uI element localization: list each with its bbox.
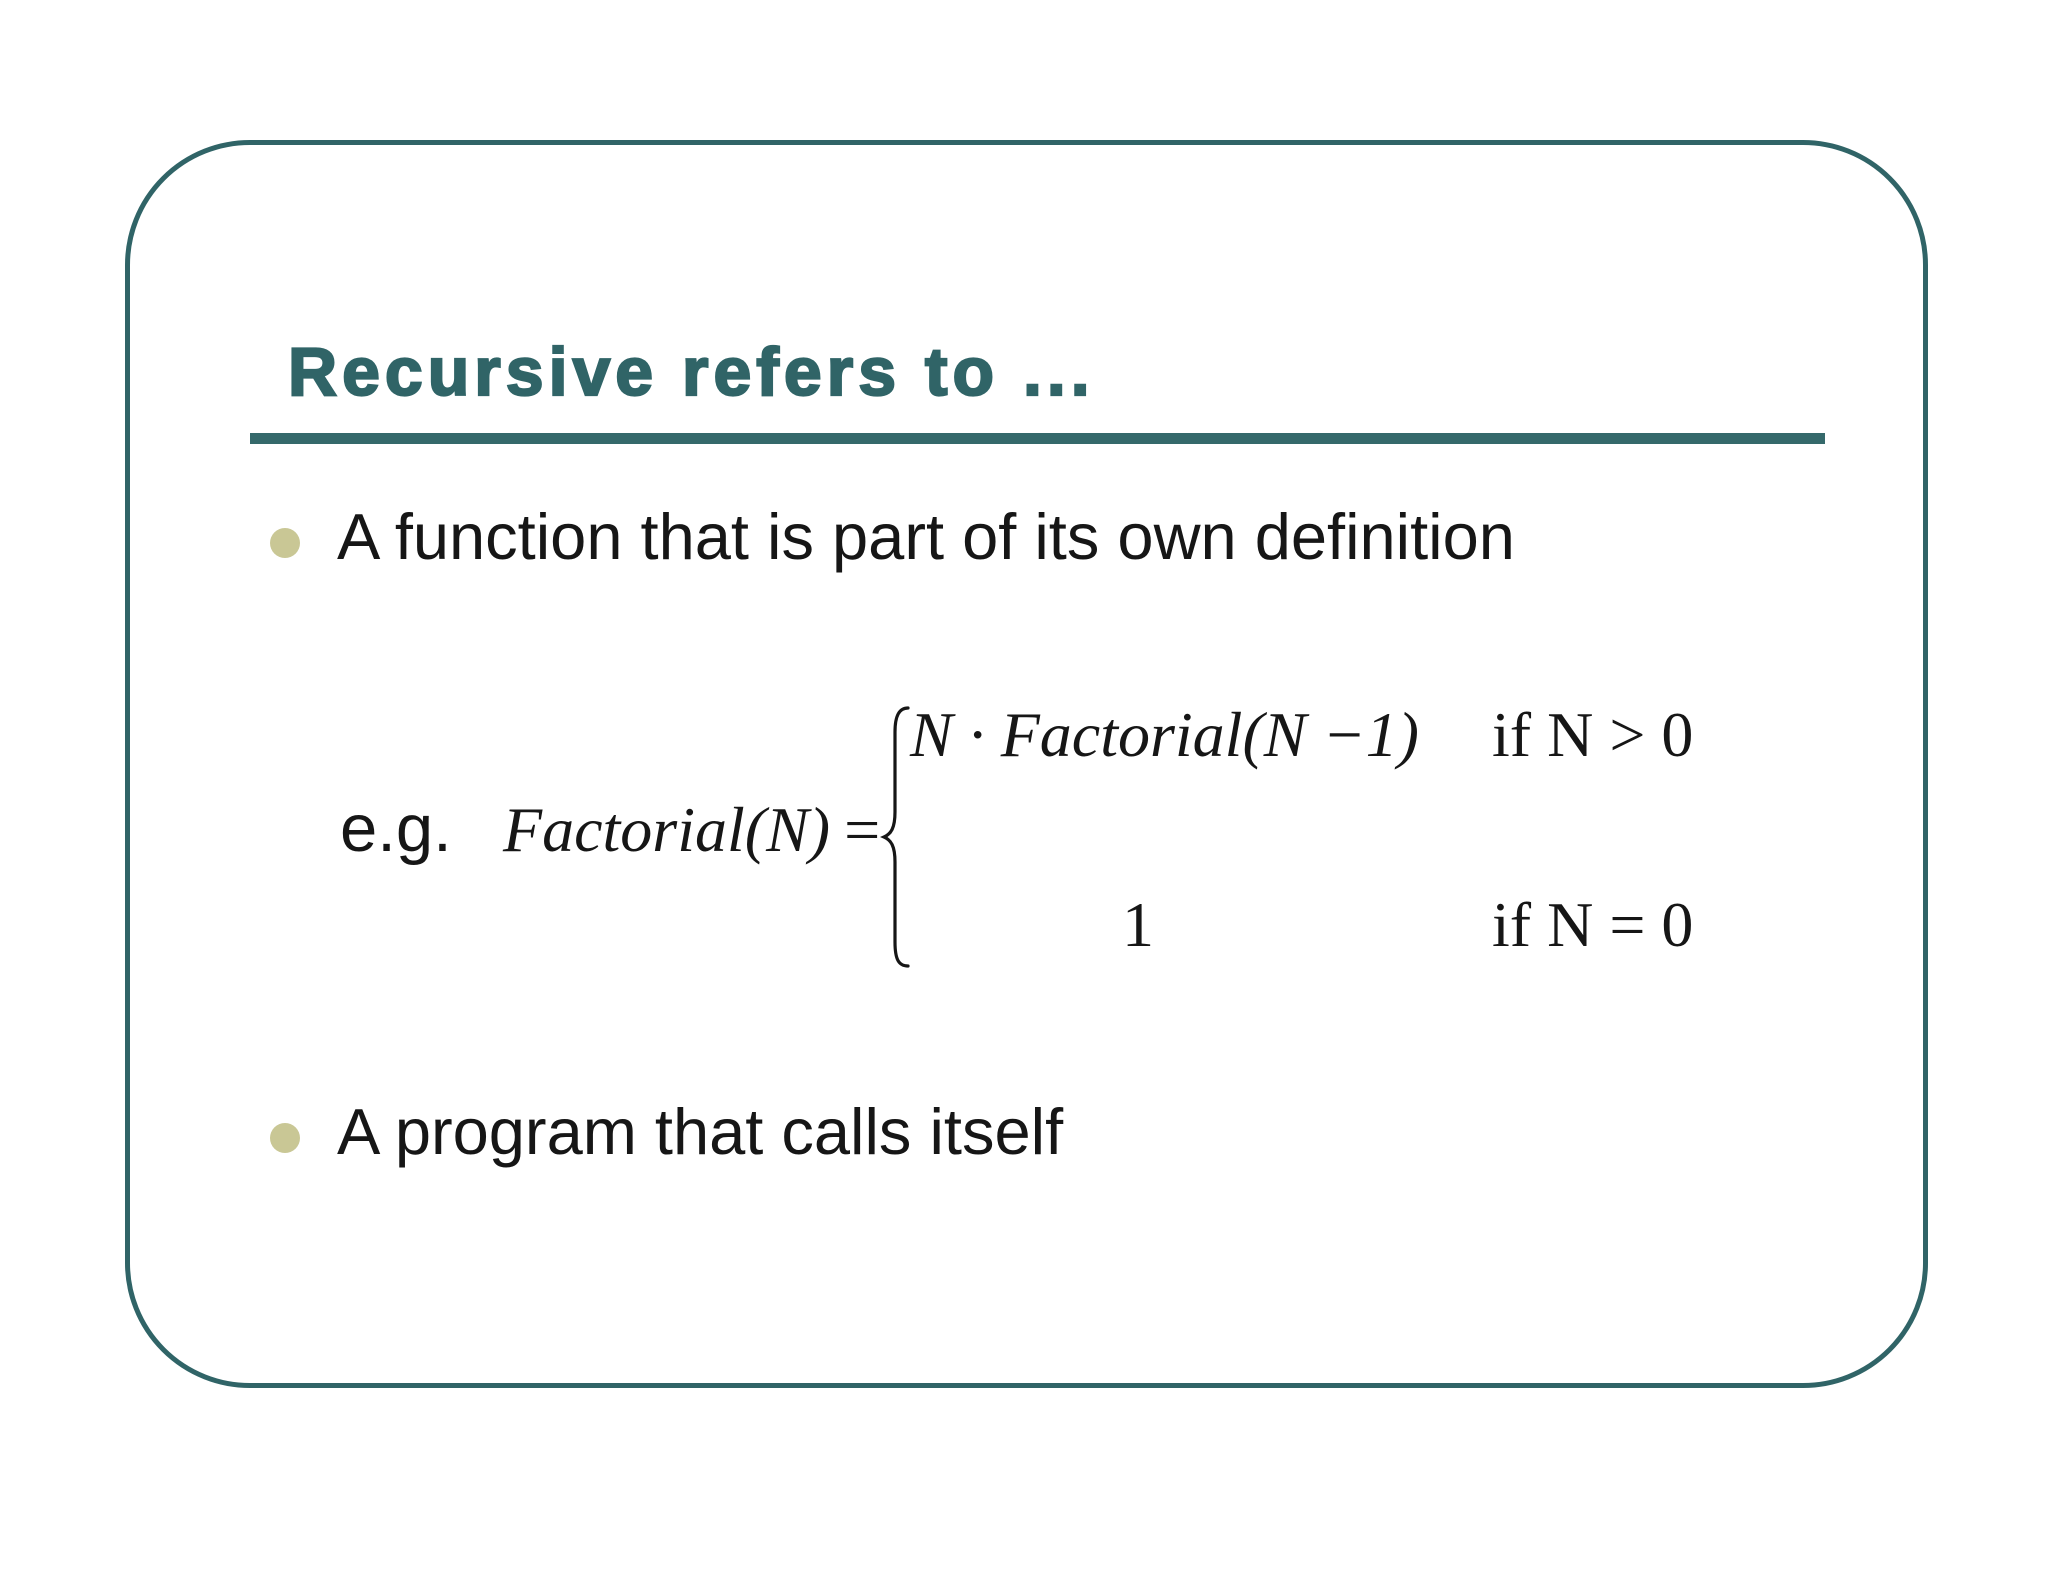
bullet-icon bbox=[270, 1123, 300, 1153]
bullet-icon bbox=[270, 528, 300, 558]
example-label: e.g. bbox=[340, 791, 452, 866]
bullet-text: A function that is part of its own defin… bbox=[337, 500, 1515, 573]
cases-brace bbox=[880, 706, 910, 968]
title-underline bbox=[250, 433, 1825, 444]
formula-lhs-function: Factorial(N) bbox=[503, 794, 831, 865]
formula-lhs: Factorial(N)= bbox=[503, 798, 880, 862]
formula-case1-expression: N · Factorial(N −1) bbox=[910, 699, 1419, 770]
bullet-text: A program that calls itself bbox=[337, 1095, 1064, 1168]
slide-title: Recursive refers to ... bbox=[287, 334, 1095, 410]
formula-case2-condition: if N = 0 bbox=[1492, 889, 1694, 960]
formula-equals-sign: = bbox=[844, 794, 881, 865]
formula-case1-condition: if N > 0 bbox=[1492, 699, 1694, 770]
formula-case2-expression: 1 bbox=[1122, 889, 1154, 960]
slide-border-frame bbox=[125, 140, 1928, 1388]
